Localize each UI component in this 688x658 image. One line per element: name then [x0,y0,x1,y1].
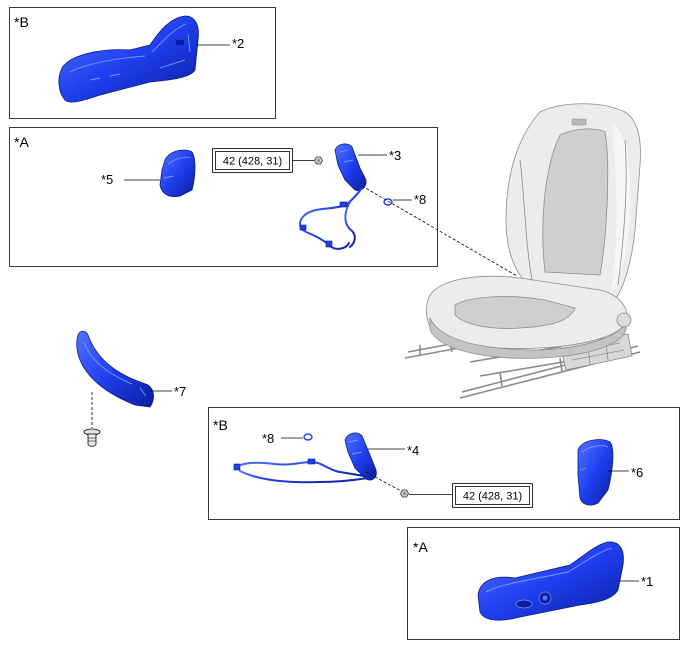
part-7-body [76,330,154,408]
part-2-edge-detail [69,55,146,73]
part-5-cover [159,149,196,197]
part-2-tab [176,40,184,45]
panel-bottom-a: *A *1 [407,527,680,640]
install-guide-line-low [365,471,402,492]
clip-ridges [88,437,96,442]
torque-spec-box-low: 42 (428, 31) [452,483,533,508]
torque-spec-text: 42 (428, 31) [223,156,282,168]
panel-bottom-a-border [407,527,680,640]
torque-spec-box-mid: 42 (428, 31) [212,148,293,173]
seat-headrest-hole [571,118,587,126]
part-3-harness-branch [344,201,356,248]
install-guide-line-mid [361,185,518,277]
part-5-body [159,149,196,197]
part-1-switch-knob-a [515,599,533,609]
panel-low-b: *B *8 *4 42 (428, 31) [208,407,680,520]
seat-assembly-illustration [404,103,641,399]
part-3-harness-main [299,187,363,250]
ring-icon [383,198,393,206]
panel-top-b-border [9,7,276,119]
part-4-detail [348,439,363,455]
part-2-body [58,15,199,103]
seat-cushion-front-edge [429,317,627,359]
panel-mid-a-label: *A [14,134,29,150]
torque-box-inner [215,151,290,170]
part-4-seat-switch [233,432,377,484]
nut-hole [317,159,320,162]
clip-stem [87,433,97,447]
torque-box-outer [452,483,533,508]
part-4-connector-b [307,458,316,465]
nut-hole [403,492,406,495]
panel-mid-a: *A *5 42 (428, 31) *3 [9,127,438,267]
panel-bottom-a-label: *A [413,539,428,555]
part-7-detail [83,341,147,397]
part-6-detail [579,445,609,471]
part-3-seat-switch [299,143,367,250]
callout-7-label: *7 [174,384,186,399]
callout-6-label: *6 [631,465,643,480]
nut-icon [400,489,409,498]
torque-spec-text: 42 (428, 31) [463,491,522,503]
part-3-connector-b [325,240,333,248]
panel-low-b-label: *B [213,417,228,433]
seat-recliner-hub [616,312,632,328]
part-4-connector-a [233,463,241,471]
callout-8-low-label: *8 [262,431,274,446]
part-1-edge-detail [485,547,613,593]
part-3-connector-a [339,201,348,208]
callout-5-label: *5 [101,172,113,187]
part-1-switch-knob-center [542,595,548,601]
panel-mid-a-border [9,127,438,267]
callout-8-mid-label: *8 [414,192,426,207]
part-3-connector-c [299,224,307,231]
panel-top-b: *B *2 [9,7,276,119]
callout-1-label: *1 [641,574,653,589]
part-4-harness-upper [234,460,365,477]
seat-backrest-seam [519,139,627,286]
part-4-harness-lower [239,470,369,484]
part-6-body [577,439,614,506]
part-2-rib-detail [89,33,191,81]
panel-low-b-border [208,407,680,520]
seat-backrest-center-panel [542,128,609,276]
part-1-seat-cushion-shield [477,541,624,621]
part-7-trim [76,330,154,408]
ring-icon [303,433,313,441]
part-2-slot-detail [151,23,187,53]
part-6-cover [577,439,614,506]
callout-2-label: *2 [232,36,244,51]
part-3-knob [334,143,367,191]
torque-box-outer [212,148,293,173]
part-5-detail [163,156,191,179]
seat-backrest-bolster-highlight [611,124,631,292]
torque-box-inner [455,486,530,505]
panel-top-b-label: *B [14,14,29,30]
clip-icon [83,428,101,447]
seat-cushion-center-panel [454,296,576,329]
nut-icon [314,156,323,165]
callout-3-label: *3 [389,148,401,163]
part-3-detail [339,149,354,163]
callout-4-label: *4 [407,443,419,458]
part-1-body [477,541,624,621]
part-2-seat-cushion-shield [58,15,199,103]
